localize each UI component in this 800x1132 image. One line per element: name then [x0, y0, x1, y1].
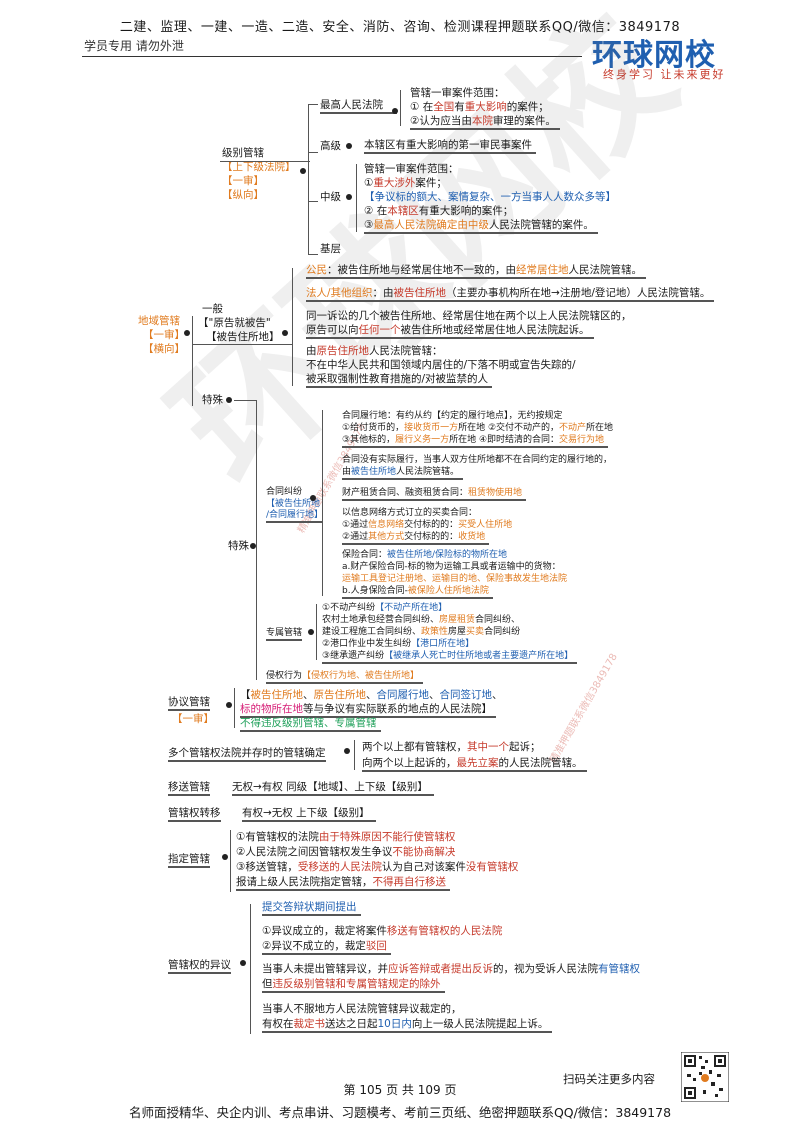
- mid-item-1-note: 【争议标的额大、案情复杂、一方当事人人数众多等】: [364, 191, 616, 203]
- designated-title: 指定管辖: [168, 852, 210, 868]
- supreme-court: 最高人民法院: [320, 98, 397, 114]
- page-number: 第 105 页 共 109 页: [343, 1083, 457, 1097]
- contract-rule: ①给付货币的，接收货币一方所在地 ②交付不动产的，不动产所在地: [342, 423, 614, 433]
- contract-tag: 【被告住所地: [266, 499, 321, 509]
- designated-rule: ①有管辖权的法院由于特殊原因不能行使管辖权: [236, 831, 456, 843]
- objection-rule: ②异议不成立的，裁定驳回: [262, 939, 391, 955]
- territorial-tag: 【一审】: [143, 329, 185, 341]
- designated-rule: 报请上级人民法院指定管辖，不得再自行移送: [236, 875, 450, 891]
- designated-rule: ②人民法院之间因管辖权发生争议不能协商解决: [236, 846, 456, 858]
- high-court: 高级: [320, 140, 341, 152]
- mid-item-1: ①重大涉外案件；: [364, 177, 447, 189]
- shift-title: 管辖权转移: [168, 806, 221, 822]
- shift-text: 有权→无权 上下级【级别】: [242, 806, 376, 822]
- basic-court: 基层: [320, 243, 341, 255]
- contract-rule: 以信息网络方式订立的买卖合同：: [342, 508, 478, 518]
- designated-rule: ③移送管辖，受移送的人民法院认为自己对该案件没有管辖权: [236, 861, 519, 873]
- transfer-title: 移送管辖: [168, 780, 210, 796]
- level-tag: 【一审】: [222, 175, 264, 187]
- territorial-title: 地域管辖: [138, 315, 180, 327]
- general-rule-plaintiff: 由原告住所地人民法院管辖：: [306, 345, 443, 357]
- general-rule-multiple-2: 原告可以向任何一个被告住所地或经常居住地人民法院起诉。: [306, 323, 594, 339]
- qr-caption: 扫码关注更多内容: [563, 1072, 655, 1086]
- agreement-title: 协议管辖: [168, 695, 210, 711]
- general-tag-2: 【被告住所地】: [206, 331, 280, 343]
- objection-rule: 当事人未提出管辖异议，并应诉答辩或者提出反诉的，视为受诉人民法院有管辖权: [262, 963, 640, 975]
- contract-rule: 合同履行地：有约从约【约定的履行地点】，无约按规定: [342, 411, 563, 421]
- header-divider: [82, 56, 582, 57]
- general-rule-multiple: 同一诉讼的几个被告住所地、经常居住地在两个以上人民法院辖区的，: [306, 310, 632, 322]
- general-rule-plaintiff-2: 不在中华人民共和国领域内居住的/下落不明或宣告失踪的/: [306, 359, 576, 371]
- brand-logo: 环球网校: [592, 38, 716, 73]
- contract-rule: ①通过信息网络交付标的的：买受人住所地: [342, 520, 513, 530]
- contract-rule: 财产租赁合同、融资租赁合同：租赁物使用地: [342, 487, 527, 501]
- header-subtitle: 学员专用 请勿外泄: [84, 39, 184, 53]
- mid-scope: 管辖一审案件范围：: [364, 163, 459, 175]
- contract-rule: 运输工具登记注册地、运输目的地、保险事故发生地法院: [342, 574, 568, 584]
- objection-title: 管辖权的异议: [168, 958, 231, 974]
- contract-rule: 保险合同：被告住所地/保险标的物所在地: [342, 550, 508, 560]
- exclusive-rule: ①不动产纠纷【不动产所在地】: [322, 603, 448, 613]
- supreme-item-1: ① 在全国有重大影响的案件；: [410, 101, 549, 113]
- contract-disputes: 合同纠纷: [266, 487, 303, 497]
- level-tag: 【纵向】: [222, 189, 264, 201]
- contract-rule: ③其他标的，履行义务一方所在地 ④即时结清的合同：交易行为地: [342, 434, 609, 448]
- agreement-limit: 不得违反级别管辖、专属管辖: [240, 716, 381, 732]
- intermediate-court: 中级: [320, 191, 341, 203]
- general-rule-citizen: 公民：被告住所地与经常居住地不一致的，由经常居住地人民法院管辖。: [306, 263, 646, 279]
- contract-rule: a.财产保险合同-标的物为运输工具或者运输中的货物：: [342, 562, 561, 572]
- footer-contact: 名师面授精华、央企内训、考点串讲、习题模考、考前三页纸、绝密押题联系QQ/微信：…: [128, 1105, 672, 1120]
- contract-rule: 由被告住所地人民法院管辖。: [342, 466, 464, 480]
- tort-jurisdiction: 侵权行为【侵权行为地、被告住所地】: [266, 670, 424, 684]
- general-rule-legal-person: 法人/其他组织：由被告住所地（主要办事机构所在地→注册地/登记地）人民法院管辖。: [306, 286, 715, 302]
- agreement-scope: 【被告住所地、原告住所地、合同履行地、合同签订地、: [240, 689, 503, 701]
- contract-rule: ②通过其他方式交付标的的：收货地: [342, 531, 490, 545]
- multi-rule-2: 向两个以上起诉的，最先立案的人民法院管辖。: [362, 756, 587, 772]
- qr-code-icon[interactable]: [680, 1051, 730, 1103]
- general-tag: 【"原告就被告": [198, 317, 271, 329]
- branch-dot: [300, 168, 306, 174]
- special-label: 特殊: [202, 394, 223, 406]
- brand-slogan: 终身学习 让未来更好: [603, 68, 726, 81]
- territorial-tag: 【横向】: [143, 343, 185, 355]
- contract-tag-2: /合同履行地】: [266, 509, 324, 523]
- objection-rule: 当事人不服地方人民法院管辖异议裁定的，: [262, 1003, 462, 1015]
- exclusive-jurisdiction: 专属管辖: [266, 627, 303, 641]
- general-rule-plaintiff-3: 被采取强制性教育措施的/对被监禁的人: [306, 372, 493, 388]
- objection-rule: ①异议成立的，裁定将案件移送有管辖权的人民法院: [262, 925, 503, 937]
- exclusive-rule: ③继承遗产纠纷【被继承人死亡时住所地或者主要遗产所在地】: [322, 650, 578, 664]
- objection-rule: 有权在裁定书送达之日起10日内向上一级人民法院提起上诉。: [262, 1017, 553, 1033]
- objection-rule: 但违反级别管辖和专属管辖规定的除外: [262, 977, 445, 993]
- supreme-item-2: ②认为应当由本院审理的案件。: [410, 114, 560, 130]
- exclusive-rule: 农村土地承包经营合同纠纷、房屋租赁合同纠纷、: [322, 615, 521, 625]
- page-header-title: 二建、监理、一建、一造、二造、安全、消防、咨询、检测课程押题联系QQ/微信：38…: [119, 20, 681, 35]
- contract-rule: b.人身保险合同-被保险人住所地法院: [342, 585, 493, 599]
- multi-rule: 两个以上都有管辖权，其中一个起诉；: [362, 741, 541, 753]
- general-label: 一般: [202, 303, 223, 315]
- agreement-scope-2: 标的物所在地等与争议有实际联系的地点的人民法院】: [240, 702, 496, 718]
- exclusive-rule: ②港口作业中发生纠纷【港口所在地】: [322, 639, 475, 649]
- mid-item-2: ② 在本辖区有重大影响的案件；: [364, 205, 514, 217]
- mid-item-3: ③最高人民法院确定由中级人民法院管辖的案件。: [364, 218, 598, 234]
- exclusive-rule: 建设工程施工合同纠纷、政策性房屋买卖合同纠纷: [322, 627, 521, 637]
- supreme-scope: 管辖一审案件范围：: [410, 87, 505, 99]
- agreement-tag: 【一审】: [172, 713, 214, 725]
- contract-rule: 合同没有实际履行，当事人双方住所地都不在合同约定的履行地的，: [342, 455, 613, 465]
- multi-title: 多个管辖权法院并存时的管辖确定: [168, 746, 326, 762]
- high-court-scope: 本辖区有重大影响的第一审民事案件: [364, 138, 536, 154]
- level-title: 级别管辖: [222, 147, 264, 159]
- watermark-text: 精准押题联系微信3849178: [548, 651, 620, 766]
- level-tag: 【上下级法院】: [222, 161, 296, 173]
- transfer-text: 无权→有权 同级【地域】、上下级【级别】: [232, 780, 434, 796]
- objection-timing: 提交答辩状期间提出: [262, 900, 361, 916]
- special-label-2: 特殊: [228, 540, 249, 552]
